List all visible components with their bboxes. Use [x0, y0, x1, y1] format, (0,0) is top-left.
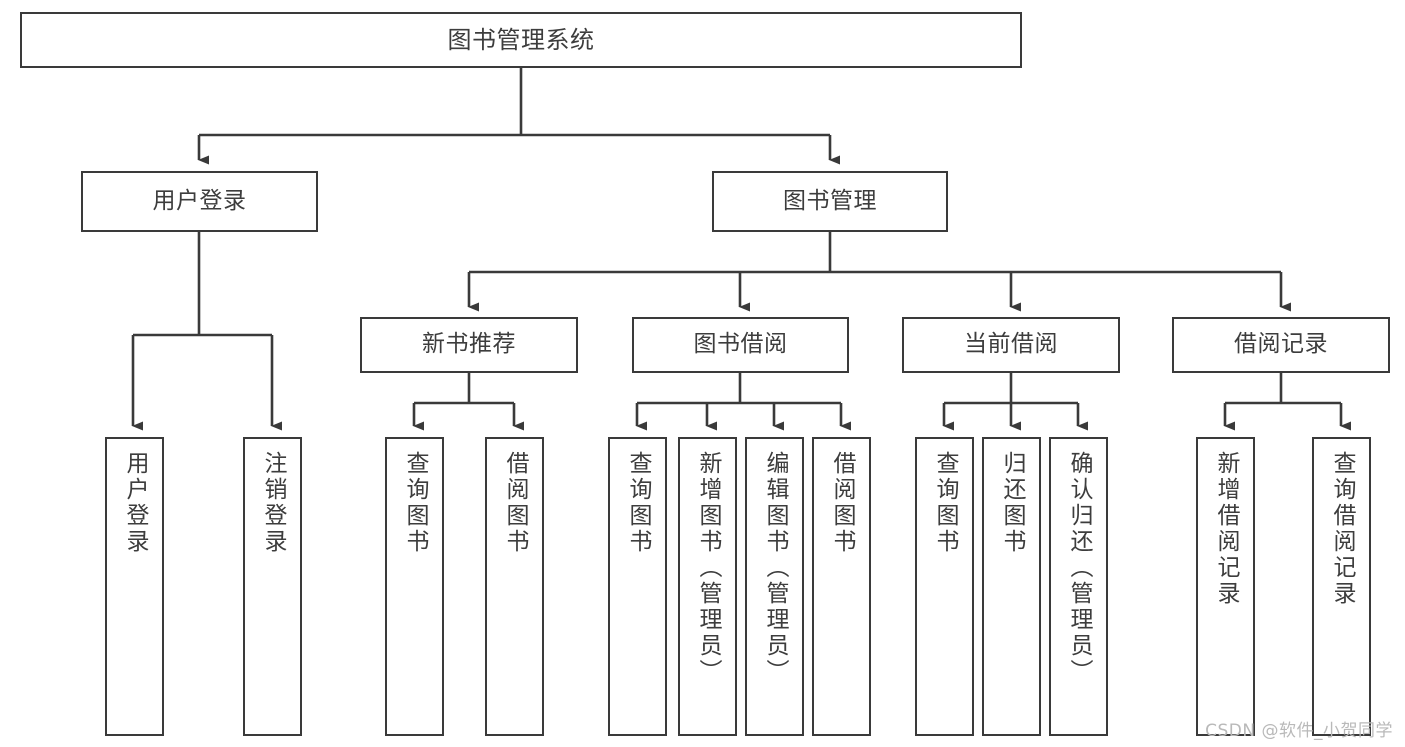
node-label: 注销登录 [260, 451, 286, 555]
node-leaf-query-record[interactable]: 查询借阅记录 [1312, 437, 1371, 736]
csdn-watermark: CSDN @软件_小贺同学 [1205, 721, 1393, 741]
node-label: 用户登录 [152, 187, 247, 214]
node-label: 查询图书 [932, 451, 958, 555]
node-user-login[interactable]: 用户登录 [81, 171, 318, 232]
node-current-borrow[interactable]: 当前借阅 [902, 317, 1120, 373]
node-leaf-add-book[interactable]: 新增图书（管理员） [678, 437, 737, 736]
node-leaf-confirm-return[interactable]: 确认归还（管理员） [1049, 437, 1108, 736]
node-label: 借阅图书 [829, 451, 855, 555]
node-label: 确认归还（管理员） [1066, 451, 1092, 685]
node-leaf-logout-login[interactable]: 注销登录 [243, 437, 302, 736]
node-label: 编辑图书（管理员） [762, 451, 788, 685]
node-label: 新增图书（管理员） [695, 451, 721, 685]
node-book-borrow[interactable]: 图书借阅 [632, 317, 849, 373]
node-book-management[interactable]: 图书管理 [712, 171, 948, 232]
node-label: 借阅图书 [502, 451, 528, 555]
node-label: 图书管理 [783, 187, 877, 214]
node-label: 借阅记录 [1234, 331, 1328, 358]
node-label: 查询图书 [625, 451, 651, 555]
node-leaf-add-record[interactable]: 新增借阅记录 [1196, 437, 1255, 736]
node-label: 当前借阅 [964, 331, 1058, 358]
node-leaf-query-book-1[interactable]: 查询图书 [385, 437, 444, 736]
node-leaf-query-book-3[interactable]: 查询图书 [915, 437, 974, 736]
node-label: 用户登录 [122, 451, 148, 555]
node-new-book-recommend[interactable]: 新书推荐 [360, 317, 578, 373]
node-label: 查询图书 [402, 451, 428, 555]
node-borrow-record[interactable]: 借阅记录 [1172, 317, 1390, 373]
node-leaf-query-book-2[interactable]: 查询图书 [608, 437, 667, 736]
node-leaf-borrow-book-2[interactable]: 借阅图书 [812, 437, 871, 736]
node-label: 归还图书 [999, 451, 1025, 555]
node-label: 新书推荐 [422, 331, 516, 358]
node-root-book-management-system[interactable]: 图书管理系统 [20, 12, 1022, 68]
node-leaf-edit-book[interactable]: 编辑图书（管理员） [745, 437, 804, 736]
node-label: 图书管理系统 [447, 25, 595, 54]
node-leaf-user-login[interactable]: 用户登录 [105, 437, 164, 736]
node-label: 查询借阅记录 [1329, 451, 1355, 607]
node-leaf-return-book[interactable]: 归还图书 [982, 437, 1041, 736]
node-leaf-borrow-book-1[interactable]: 借阅图书 [485, 437, 544, 736]
node-label: 新增借阅记录 [1213, 451, 1239, 607]
node-label: 图书借阅 [693, 331, 788, 358]
